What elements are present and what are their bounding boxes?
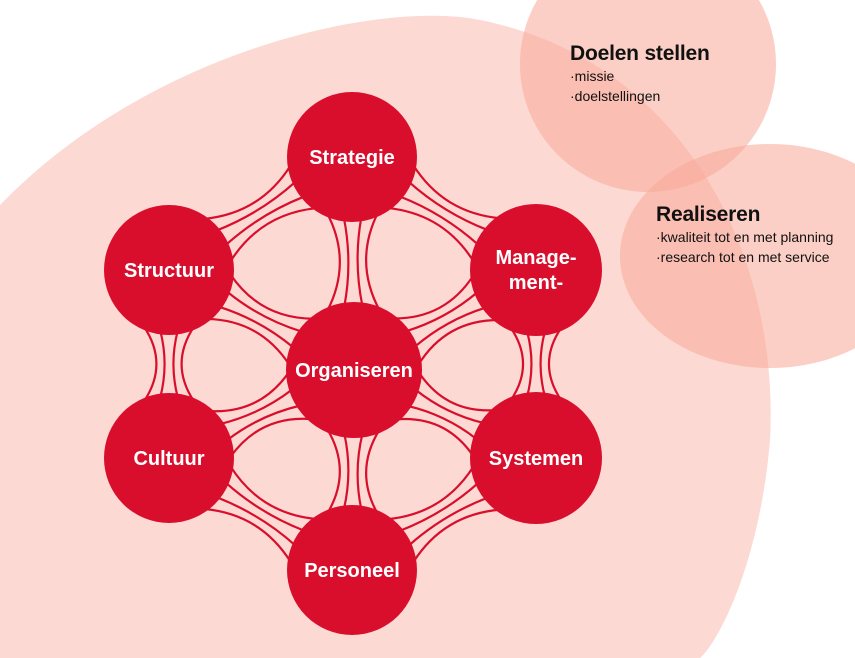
- connector-line: [326, 213, 341, 312]
- connector-line: [413, 306, 487, 348]
- connector-line: [407, 404, 477, 440]
- connector-line: [407, 180, 489, 232]
- connector-line: [407, 496, 488, 547]
- doelen-stellen-item-doelstellingen: doelstellingen: [570, 86, 710, 106]
- node-structuur-label: Structuur: [124, 260, 214, 282]
- realiseren-panel: Realiseren kwaliteit tot en met planning…: [656, 203, 833, 267]
- connector-line: [412, 508, 501, 563]
- connector-line: [365, 212, 381, 312]
- node-management-circle: [470, 204, 602, 336]
- node-cultuur-label: Cultuur: [133, 448, 204, 470]
- connector-line: [180, 325, 196, 403]
- connector-line: [414, 388, 485, 425]
- node-structuur-circle: [104, 205, 234, 335]
- connector-line: [393, 274, 475, 320]
- node-strategie: Strategie: [287, 92, 417, 222]
- realiseren-title: Realiseren: [656, 203, 761, 226]
- node-management-label-line-1: Manage-: [495, 247, 576, 269]
- connector-lines: [142, 164, 563, 563]
- connector-line: [365, 428, 381, 515]
- node-personeel-circle: [287, 505, 417, 635]
- node-personeel: Personeel: [287, 505, 417, 635]
- connector-line: [547, 326, 563, 402]
- connector-line: [412, 164, 501, 220]
- connector-line: [417, 318, 499, 366]
- connector-line: [229, 206, 318, 263]
- node-organiseren-label: Organiseren: [295, 360, 413, 382]
- node-management: Manage-ment-: [470, 204, 602, 336]
- node-management-label-line-2: ment-: [509, 272, 563, 294]
- connector-line: [399, 481, 480, 532]
- connector-line: [209, 370, 291, 413]
- doelen-stellen-panel: Doelen stellen missie doelstellingen: [570, 42, 710, 106]
- connector-line: [342, 218, 350, 307]
- connector-line: [526, 331, 533, 397]
- connector-line: [509, 326, 525, 402]
- connector-line: [224, 195, 305, 247]
- connector-line: [342, 433, 350, 510]
- node-systemen-circle: [470, 392, 602, 524]
- node-strategie-circle: [287, 92, 417, 222]
- connector-line: [218, 305, 295, 349]
- node-cultuur: Cultuur: [104, 393, 234, 523]
- connector-line: [386, 465, 475, 521]
- realiseren-item-kwaliteit: kwaliteit tot en met planning: [656, 227, 834, 247]
- node-structuur: Structuur: [104, 205, 234, 335]
- connector-line: [417, 371, 496, 412]
- connector-line: [224, 481, 305, 532]
- doelen-stellen-title: Doelen stellen: [570, 42, 710, 65]
- connector-line: [399, 195, 480, 246]
- connector-line: [226, 290, 303, 333]
- connector-line: [539, 331, 546, 397]
- connector-line: [216, 180, 297, 232]
- node-systemen: Systemen: [470, 392, 602, 524]
- connector-line: [142, 325, 158, 403]
- node-cultuur-circle: [104, 393, 234, 523]
- connector-line: [356, 217, 364, 307]
- doelen-stellen-item-missie: missie: [570, 66, 710, 86]
- connector-line: [395, 417, 475, 457]
- connector-line: [229, 465, 318, 521]
- connector-line: [227, 404, 301, 441]
- connector-line: [405, 291, 479, 333]
- connector-line: [386, 206, 475, 263]
- node-systemen-label: Systemen: [489, 448, 584, 470]
- node-strategie-label: Strategie: [309, 147, 395, 169]
- connector-line: [206, 317, 291, 366]
- node-organiseren-circle: [286, 302, 422, 438]
- connector-line: [229, 274, 315, 320]
- connector-line: [203, 507, 292, 563]
- connector-line: [216, 496, 297, 547]
- realiseren-item-research: research tot en met service: [656, 247, 833, 267]
- connector-line: [326, 428, 341, 514]
- connector-line: [220, 388, 294, 426]
- connector-line: [229, 417, 313, 458]
- node-personeel-label: Personeel: [304, 560, 400, 582]
- connector-line: [159, 330, 166, 398]
- connector-line: [172, 330, 179, 398]
- node-organiseren: Organiseren: [286, 302, 422, 438]
- connector-line: [203, 164, 292, 221]
- connector-line: [356, 433, 364, 510]
